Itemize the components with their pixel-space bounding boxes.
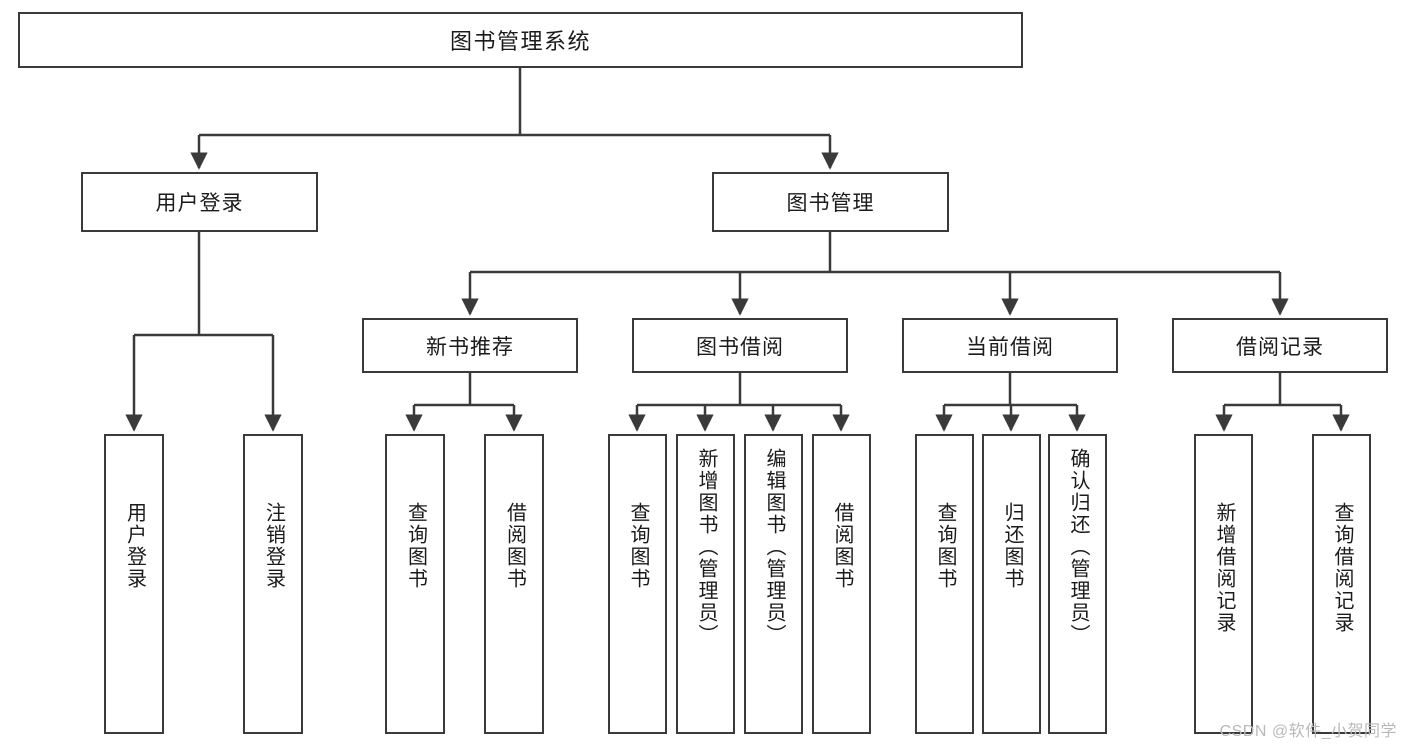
node-new-book-recommend-label: 新书推荐 — [426, 335, 514, 359]
node-book-manage-label: 图书管理 — [786, 192, 875, 215]
node-new-book-recommend[interactable]: 新书推荐 — [362, 318, 578, 373]
node-root[interactable]: 图书管理系统 — [18, 12, 1023, 68]
leaf-borrow-book-2[interactable]: 借阅图书 — [812, 434, 871, 734]
leaf-query-record-label: 查询借阅记录 — [1331, 502, 1353, 634]
leaf-query-book-3-label: 查询图书 — [934, 502, 956, 590]
leaf-query-book-3[interactable]: 查询图书 — [915, 434, 974, 734]
leaf-query-book-2[interactable]: 查询图书 — [608, 434, 667, 734]
leaf-logout[interactable]: 注销登录 — [243, 434, 303, 734]
node-current-borrow-label: 当前借阅 — [966, 335, 1054, 359]
node-borrow-record[interactable]: 借阅记录 — [1172, 318, 1388, 373]
leaf-query-book-1-label: 查询图书 — [404, 502, 427, 590]
leaf-edit-book-label: 编辑图书（管理员） — [763, 448, 785, 646]
leaf-return-book[interactable]: 归还图书 — [982, 434, 1041, 734]
leaf-add-record[interactable]: 新增借阅记录 — [1194, 434, 1253, 734]
leaf-query-book-1[interactable]: 查询图书 — [385, 434, 445, 734]
leaf-borrow-book-1-label: 借阅图书 — [503, 502, 526, 590]
leaf-add-record-label: 新增借阅记录 — [1213, 502, 1235, 634]
leaf-add-book-label: 新增图书（管理员） — [695, 448, 717, 646]
leaf-query-book-2-label: 查询图书 — [627, 502, 649, 590]
node-root-label: 图书管理系统 — [449, 29, 591, 54]
leaf-borrow-book-1[interactable]: 借阅图书 — [484, 434, 544, 734]
leaf-add-book[interactable]: 新增图书（管理员） — [676, 434, 735, 734]
node-user-login[interactable]: 用户登录 — [81, 172, 318, 232]
leaf-confirm-return[interactable]: 确认归还（管理员） — [1048, 434, 1107, 734]
node-borrow-record-label: 借阅记录 — [1236, 335, 1324, 359]
leaf-logout-label: 注销登录 — [262, 502, 285, 590]
leaf-user-login[interactable]: 用户登录 — [104, 434, 164, 734]
leaf-edit-book[interactable]: 编辑图书（管理员） — [744, 434, 803, 734]
csdn-watermark: CSDN @软件_小贺同学 — [1219, 723, 1397, 740]
node-book-borrow-label: 图书借阅 — [696, 335, 784, 359]
leaf-query-record[interactable]: 查询借阅记录 — [1312, 434, 1371, 734]
leaf-return-book-label: 归还图书 — [1001, 502, 1023, 590]
leaf-confirm-return-label: 确认归还（管理员） — [1067, 448, 1089, 646]
node-book-borrow[interactable]: 图书借阅 — [632, 318, 848, 373]
leaf-user-login-label: 用户登录 — [123, 502, 146, 590]
node-user-login-label: 用户登录 — [155, 192, 244, 215]
node-book-manage[interactable]: 图书管理 — [712, 172, 949, 232]
node-current-borrow[interactable]: 当前借阅 — [902, 318, 1118, 373]
leaf-borrow-book-2-label: 借阅图书 — [831, 502, 853, 590]
